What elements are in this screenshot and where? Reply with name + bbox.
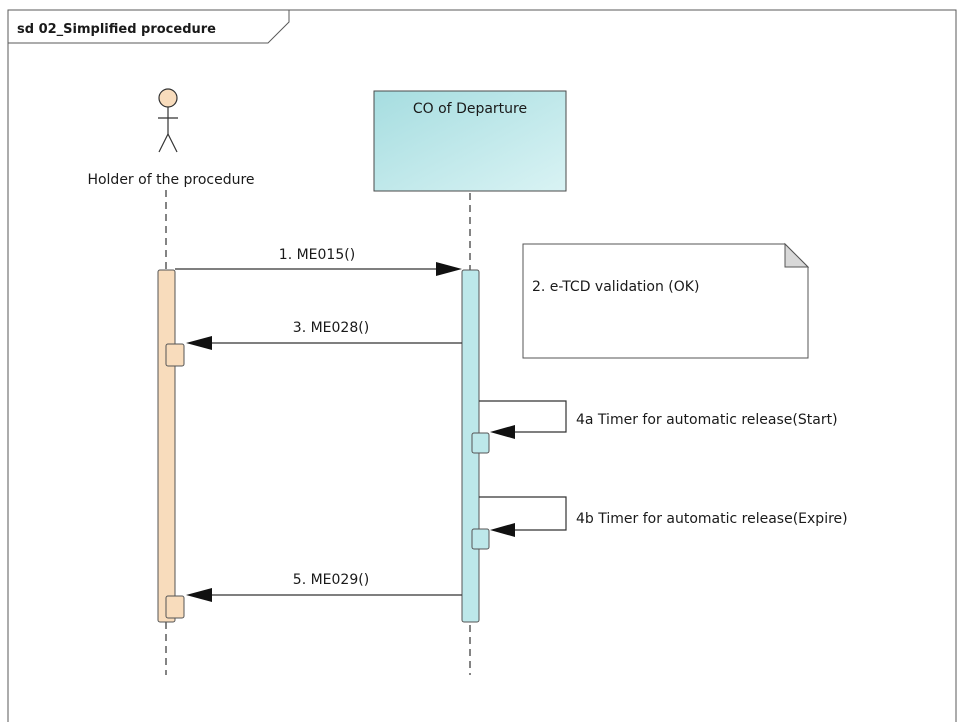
co-departure-label: CO of Departure	[413, 101, 527, 117]
note-text: 2. e-TCD validation (OK)	[532, 279, 699, 295]
holder-activation-me028	[165, 343, 185, 367]
holder-label: Holder of the procedure	[87, 172, 254, 188]
message-4b-arrowhead	[490, 523, 515, 537]
actor-icon	[158, 88, 178, 153]
message-4a-line	[479, 400, 567, 433]
holder-activation	[157, 269, 176, 623]
co-departure-box	[373, 90, 567, 192]
message-4a-arrowhead	[490, 425, 515, 439]
holder-activation-me029	[165, 595, 185, 619]
message-4b-label: 4b Timer for automatic release(Expire)	[576, 511, 848, 527]
message-3-label: 3. ME028()	[293, 320, 369, 336]
note-box	[522, 243, 809, 359]
frame-title-tab	[7, 9, 290, 44]
message-5-arrowhead	[186, 588, 212, 602]
message-1-label: 1. ME015()	[279, 247, 355, 263]
message-4a-label: 4a Timer for automatic release(Start)	[576, 412, 838, 428]
co-activation-4a	[471, 432, 490, 454]
message-4b-line	[479, 496, 567, 531]
note-fold	[784, 242, 810, 268]
co-activation-4b	[471, 528, 490, 550]
message-3-arrowhead	[186, 336, 212, 350]
message-1-arrowhead	[436, 262, 462, 276]
frame-title: sd 02_Simplified procedure	[17, 22, 216, 37]
message-5-label: 5. ME029()	[293, 572, 369, 588]
